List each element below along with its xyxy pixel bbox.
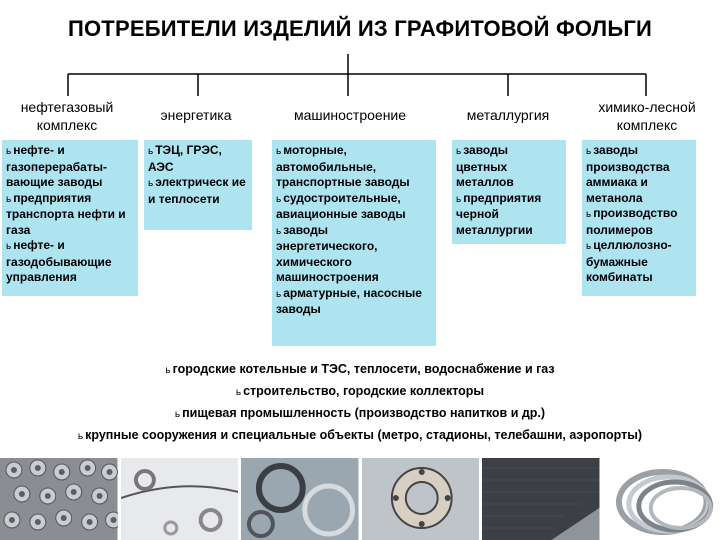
- category-engineering: машиностроение: [293, 107, 407, 123]
- photo-graphite-sheet: [482, 458, 600, 540]
- photo-washers: [120, 458, 238, 540]
- photo-spiral-rings: [602, 458, 720, 540]
- category-energy: энергетика: [160, 107, 232, 123]
- photo-flange-gaskets: [361, 458, 479, 540]
- category-oil-gas: нефтегазовый комплекс: [20, 99, 114, 133]
- category-metallurgy: металлургия: [466, 107, 550, 123]
- photo-nuts-fasteners: [0, 458, 118, 540]
- hierarchy-connectors: [67, 54, 647, 96]
- category-chemical-forest: химико-лесной комплекс: [598, 99, 696, 133]
- product-photos: [0, 458, 720, 540]
- page-title: ПОТРЕБИТЕЛИ ИЗДЕЛИЙ ИЗ ГРАФИТОВОЙ ФОЛЬГИ: [67, 16, 653, 41]
- photo-gaskets: [241, 458, 359, 540]
